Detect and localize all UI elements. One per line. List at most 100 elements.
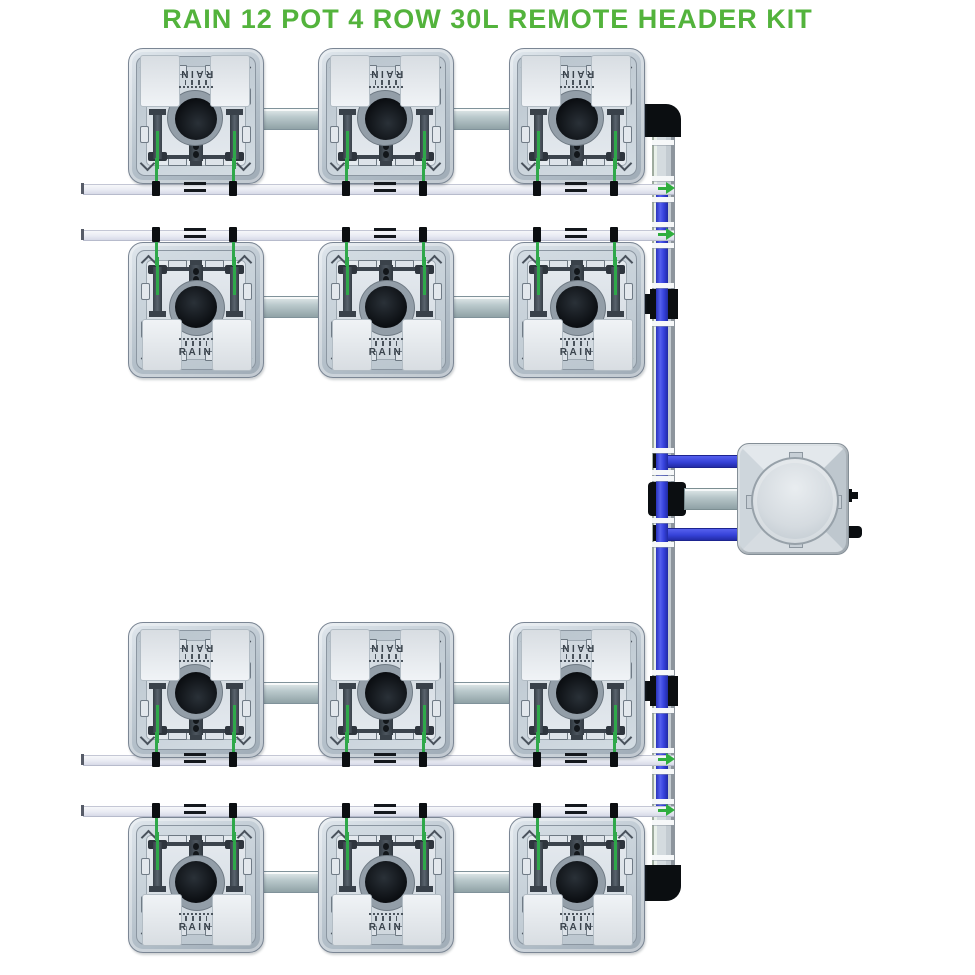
planting-cover	[140, 55, 180, 107]
return-pipe-endcap	[81, 805, 84, 816]
rail-foot	[149, 886, 166, 892]
pot: RAIN	[318, 48, 454, 184]
drip-clip	[342, 803, 350, 818]
pot-label: RAIN	[178, 922, 214, 933]
pot-body: RAIN	[319, 818, 453, 952]
side-tab	[242, 126, 251, 143]
pot-label: RAIN	[559, 642, 595, 653]
channel-hole	[193, 843, 199, 850]
planting-cover	[140, 629, 180, 681]
pot-body: RAIN	[319, 243, 453, 377]
pot-label: RAIN	[368, 347, 404, 358]
channel-hole	[193, 276, 199, 283]
pot: RAIN	[509, 817, 645, 953]
rail-foot	[416, 109, 433, 115]
rail-foot	[530, 311, 547, 317]
interconnect-pipe	[262, 108, 320, 130]
drip-clip	[229, 227, 237, 242]
pot-label: RAIN	[178, 68, 214, 79]
pipe-marker	[184, 189, 206, 192]
planting-cover	[521, 629, 561, 681]
drip-clip	[152, 752, 160, 767]
rail-foot	[339, 683, 356, 689]
pipe-marker	[374, 189, 396, 192]
rail-foot	[226, 311, 243, 317]
drip-line-inner	[233, 832, 236, 870]
side-tab	[140, 126, 149, 143]
return-pipe-endcap	[81, 183, 84, 194]
side-tab	[330, 700, 339, 717]
drip-line	[155, 158, 158, 188]
brand-mark-ticks	[185, 341, 207, 346]
channel-hole	[574, 843, 580, 850]
pot: RAIN	[509, 48, 645, 184]
drip-clip	[533, 803, 541, 818]
rail-foot	[149, 683, 166, 689]
pot-label: RAIN	[178, 642, 214, 653]
pot-hole	[175, 861, 217, 903]
drip-line	[536, 158, 539, 188]
coupling-band	[652, 197, 674, 202]
side-tab	[624, 283, 633, 300]
pipe-marker	[184, 760, 206, 763]
channel-hole	[574, 276, 580, 283]
drip-line-inner	[423, 832, 426, 870]
interconnect-pipe	[452, 296, 511, 318]
drip-clip	[610, 181, 618, 196]
planting-cover	[400, 629, 440, 681]
header-supply-pipe	[684, 488, 742, 510]
brand-mark	[560, 660, 594, 666]
brand-mark	[560, 334, 594, 340]
drip-clip	[342, 181, 350, 196]
rail-foot	[226, 886, 243, 892]
top-notch	[571, 835, 583, 840]
brand-mark-ticks	[375, 654, 397, 659]
side-tab	[331, 283, 340, 300]
drip-line-inner	[537, 832, 540, 870]
drip-clip	[419, 752, 427, 767]
side-tab	[242, 700, 251, 717]
drip-line	[155, 732, 158, 759]
pipe-marker	[565, 760, 587, 763]
elbow-fitting-top	[643, 104, 681, 137]
brand-mark	[369, 334, 403, 340]
drip-clip	[533, 181, 541, 196]
drip-line	[345, 732, 348, 759]
pot-label: RAIN	[368, 68, 404, 79]
brand-mark-ticks	[185, 654, 207, 659]
side-tab	[243, 858, 252, 875]
drip-clip	[152, 227, 160, 242]
side-tab	[140, 700, 149, 717]
pot: RAIN	[128, 242, 264, 378]
side-tab	[521, 126, 530, 143]
drip-clip	[229, 803, 237, 818]
pot-body: RAIN	[319, 49, 453, 183]
drip-line	[345, 236, 348, 266]
channel-hole	[574, 268, 580, 275]
flow-arrow	[666, 753, 675, 765]
coupling-band	[652, 820, 674, 825]
coupling-band	[652, 448, 674, 453]
diagram-title: RAIN 12 POT 4 ROW 30L REMOTE HEADER KIT	[162, 4, 813, 34]
flow-arrow	[666, 228, 675, 240]
drip-line	[536, 812, 539, 841]
brand-mark-ticks	[566, 341, 588, 346]
pipe-marker	[184, 228, 206, 231]
pot-label: RAIN	[559, 922, 595, 933]
pot-label: RAIN	[368, 922, 404, 933]
channel-hole	[193, 268, 199, 275]
flow-arrow-stem	[658, 187, 667, 190]
top-notch	[380, 835, 392, 840]
brand-mark	[179, 334, 213, 340]
pot-hole	[175, 286, 217, 328]
flow-arrow-stem	[658, 758, 667, 761]
drip-line-inner	[614, 832, 617, 870]
side-tab	[141, 283, 150, 300]
interconnect-pipe	[262, 296, 320, 318]
planting-cover	[212, 894, 252, 946]
planting-cover	[593, 319, 633, 371]
brand-mark-ticks	[566, 654, 588, 659]
flow-arrow-stem	[658, 809, 667, 812]
coupling-band	[652, 321, 674, 326]
